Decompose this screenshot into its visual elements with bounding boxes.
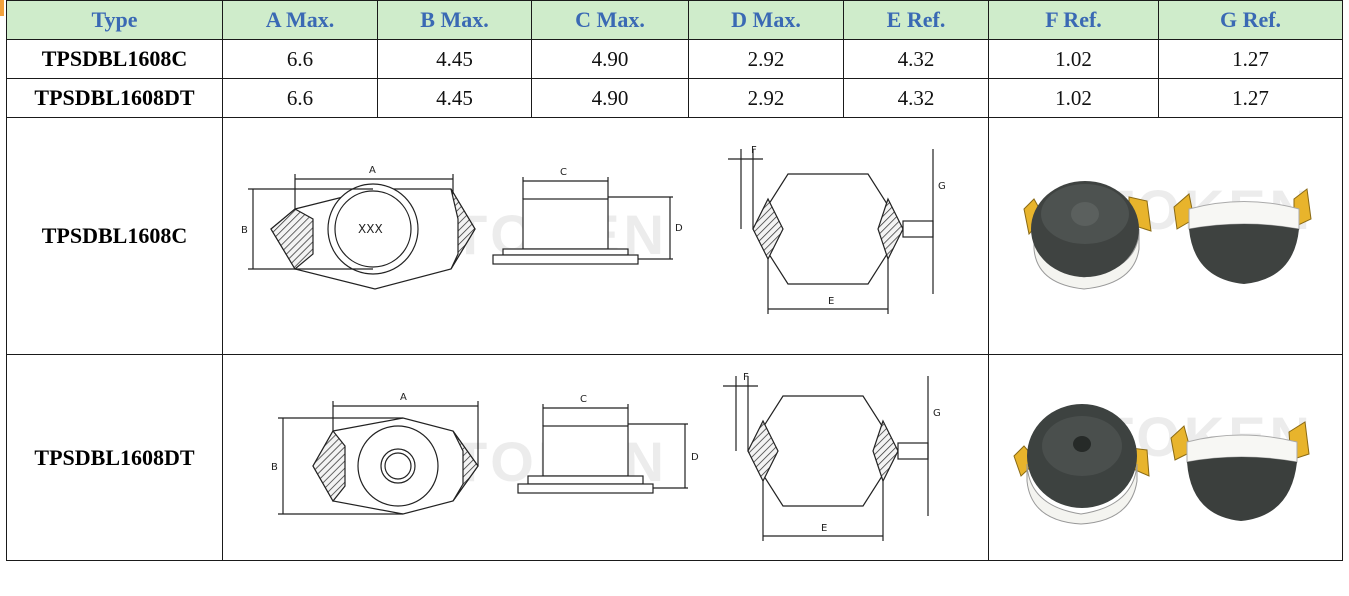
row-type: TPSDBL1608DT <box>6 78 223 118</box>
dim-label-f: F <box>743 372 749 383</box>
cell-a: 6.6 <box>222 78 378 118</box>
row-type: TPSDBL1608C <box>6 39 223 79</box>
picture-row-type: TPSDBL1608C <box>6 117 223 355</box>
dim-label-e: E <box>821 523 827 534</box>
cell-e: 4.32 <box>843 78 989 118</box>
col-header-g: G Ref. <box>1158 0 1343 40</box>
marking-text: XXX <box>358 222 383 236</box>
dim-label-g: G <box>938 181 946 192</box>
dim-label-a: A <box>369 165 376 176</box>
dim-label-c: C <box>560 167 567 178</box>
cell-e: 4.32 <box>843 39 989 79</box>
col-header-e: E Ref. <box>843 0 989 40</box>
dim-label-g: G <box>933 408 941 419</box>
col-header-type: Type <box>6 0 223 40</box>
outline-drawing-cell: TOKEN A B <box>222 354 989 561</box>
dim-label-b: B <box>241 225 248 236</box>
table-row: TPSDBL1608C 6.6 4.45 4.90 2.92 4.32 1.02… <box>6 39 1343 79</box>
picture-row: TPSDBL1608DT TOKEN <box>6 354 1343 561</box>
col-header-b: B Max. <box>377 0 532 40</box>
outline-drawing-cell: TOKEN A B XXX <box>222 117 989 355</box>
picture-row-type: TPSDBL1608DT <box>6 354 223 561</box>
cell-f: 1.02 <box>988 39 1159 79</box>
dim-label-c: C <box>580 394 587 405</box>
inductor-outline-drawing-icon: TOKEN A B <box>271 372 941 541</box>
cell-c: 4.90 <box>531 78 689 118</box>
col-header-c: C Max. <box>531 0 689 40</box>
cell-b: 4.45 <box>377 39 532 79</box>
dim-label-f: F <box>751 145 757 156</box>
dim-label-d: D <box>691 452 699 463</box>
header-row: Type A Max. B Max. C Max. D Max. E Ref. … <box>6 0 1343 40</box>
picture-row: TPSDBL1608C TOKEN <box>6 117 1343 355</box>
inductor-outline-drawing-icon: TOKEN A B XXX <box>241 145 946 314</box>
col-header-f: F Ref. <box>988 0 1159 40</box>
corner-accent <box>0 0 4 16</box>
cell-d: 2.92 <box>688 39 844 79</box>
inductor-photo-icon: TOKEN <box>1013 403 1310 525</box>
inductor-photo-icon: TOKEN <box>1023 178 1312 290</box>
cell-a: 6.6 <box>222 39 378 79</box>
cell-b: 4.45 <box>377 78 532 118</box>
dim-label-e: E <box>828 296 834 307</box>
product-photo-cell: TOKEN <box>988 354 1343 561</box>
cell-d: 2.92 <box>688 78 844 118</box>
col-header-d: D Max. <box>688 0 844 40</box>
col-header-a: A Max. <box>222 0 378 40</box>
product-photo-cell: TOKEN <box>988 117 1343 355</box>
cell-c: 4.90 <box>531 39 689 79</box>
table-row: TPSDBL1608DT 6.6 4.45 4.90 2.92 4.32 1.0… <box>6 78 1343 118</box>
cell-f: 1.02 <box>988 78 1159 118</box>
cell-g: 1.27 <box>1158 39 1343 79</box>
dim-label-a: A <box>400 392 407 403</box>
dim-label-b: B <box>271 462 278 473</box>
cell-g: 1.27 <box>1158 78 1343 118</box>
dim-label-d: D <box>675 223 683 234</box>
dimension-table: Type A Max. B Max. C Max. D Max. E Ref. … <box>6 0 1343 561</box>
